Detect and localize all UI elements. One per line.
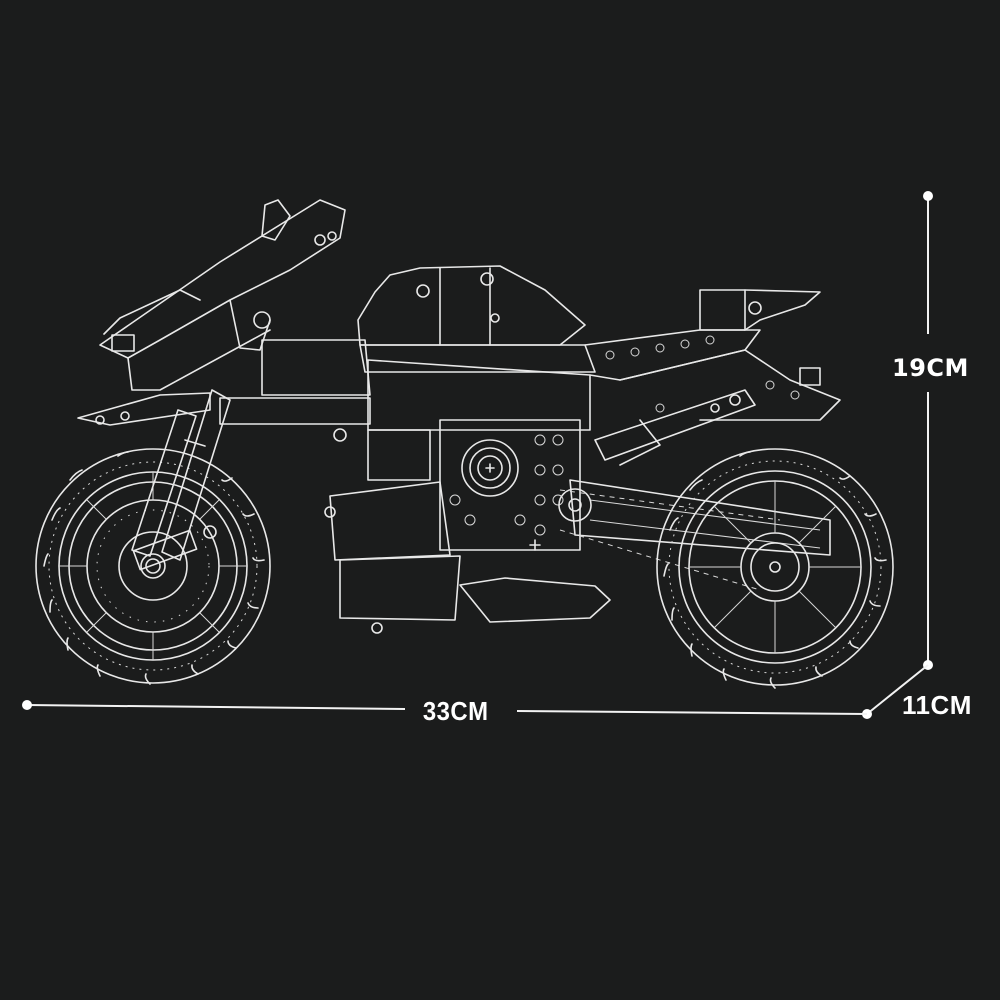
fuel-tank-icon [357, 265, 596, 373]
rear-wheel-icon [656, 448, 894, 689]
handlebar-icon [99, 199, 346, 391]
height-dimension-label: 19CM [892, 354, 969, 382]
engine-icon [439, 419, 581, 551]
frame-icon [219, 339, 611, 634]
width-dimension-label: 11CM [902, 690, 972, 720]
seat-tail-icon [584, 289, 841, 421]
length-dimension-label: 33CM [422, 696, 489, 726]
front-cowl-icon [77, 392, 211, 426]
motorcycle-icon [35, 199, 894, 689]
front-fork-icon [131, 389, 231, 574]
rear-suspension-icon [594, 389, 756, 466]
dimension-lines [22, 191, 933, 719]
swingarm-icon [558, 479, 831, 591]
front-wheel-icon [35, 448, 271, 685]
